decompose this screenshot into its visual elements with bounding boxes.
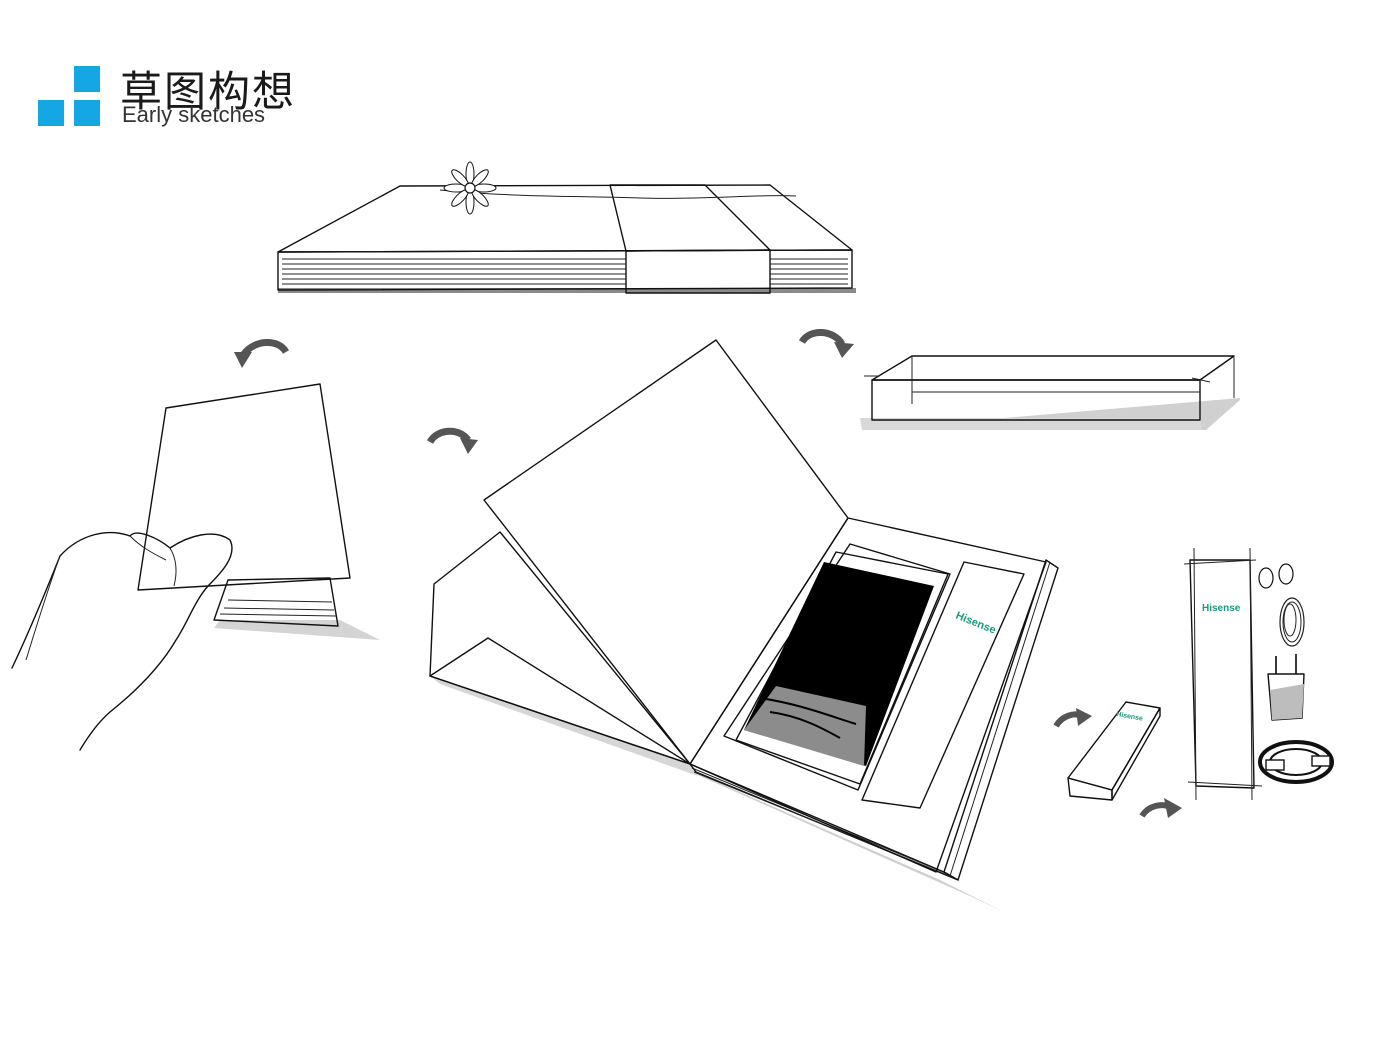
brand-label-box: Hisense: [1116, 711, 1144, 723]
hand: [12, 533, 232, 750]
accessory-strip-sketch: Hisense: [1184, 548, 1332, 800]
book-page-lines: [282, 259, 848, 284]
hand-with-page-sketch: [12, 384, 380, 750]
curved-arrow-icon: [802, 332, 854, 358]
book-cover: [278, 185, 852, 252]
curved-arrow-icon: [234, 342, 286, 368]
brand-label-strip: Hisense: [1202, 603, 1241, 614]
curved-arrow-icon: [430, 431, 478, 454]
open-book-shadow: [690, 770, 1004, 912]
lifted-page: [138, 384, 350, 590]
curved-arrow-icon: [1142, 798, 1182, 818]
fanned-page-3: [430, 638, 690, 764]
book-shadow: [214, 620, 380, 640]
fanned-page-2: [430, 532, 690, 764]
paper-band: [610, 185, 770, 293]
flower-icon: [444, 162, 496, 214]
closed-book-sketch: [278, 162, 856, 293]
earphones-icon: [1259, 564, 1304, 646]
charger-icon: [1268, 654, 1304, 720]
string-line: [440, 190, 796, 198]
usb-cable-icon: [1260, 742, 1332, 782]
brand-label-book: Hisense: [954, 610, 998, 637]
tray-sketch: [860, 356, 1240, 430]
curved-arrow-icon: [1056, 708, 1092, 726]
